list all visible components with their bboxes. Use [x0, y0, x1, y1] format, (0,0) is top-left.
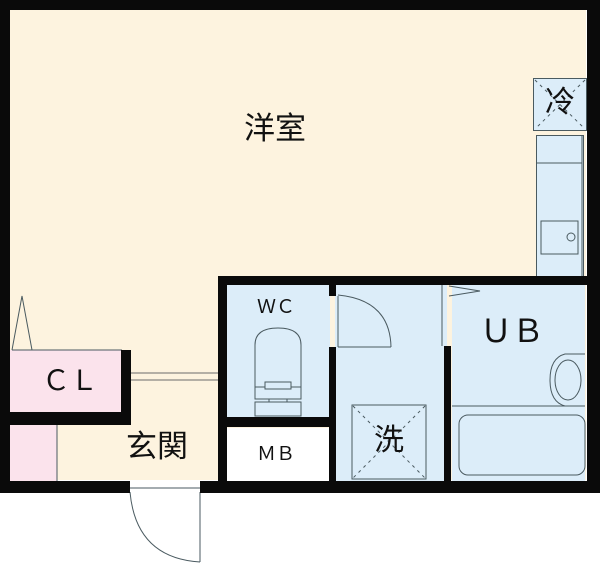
washroom-label: 洗 — [374, 423, 404, 458]
meter-box-label: ＭＢ — [256, 443, 295, 465]
wall-toilet-right-lower — [329, 347, 336, 487]
entrance-storage — [10, 425, 57, 481]
meter-box — [226, 428, 330, 481]
closet-label: ＣＬ — [41, 364, 98, 397]
wall-top — [0, 0, 600, 10]
refrigerator-label: 冷 — [545, 85, 575, 120]
unit-bath-label: ＵＢ — [479, 312, 544, 350]
wall-bath-left — [444, 346, 451, 486]
wall-toilet-right-upper — [329, 276, 336, 296]
washroom — [335, 284, 447, 481]
toilet-label: ＷＣ — [256, 296, 295, 318]
wall-closet-right — [121, 350, 131, 425]
wall-bottom-left — [0, 481, 130, 493]
western-room-label: 洋室 — [244, 111, 306, 147]
kitchen-counter — [536, 135, 584, 277]
wall-right — [587, 0, 600, 493]
wall-wet-area-top — [218, 276, 600, 285]
wall-left — [0, 0, 10, 493]
wall-toilet-mb — [218, 417, 336, 427]
wall-wet-area-left — [218, 276, 227, 486]
entrance-label: 玄関 — [126, 429, 188, 465]
wall-bottom-right — [200, 481, 600, 493]
unit-bath — [452, 284, 585, 481]
wall-closet-top — [0, 412, 131, 425]
closet — [10, 350, 125, 412]
